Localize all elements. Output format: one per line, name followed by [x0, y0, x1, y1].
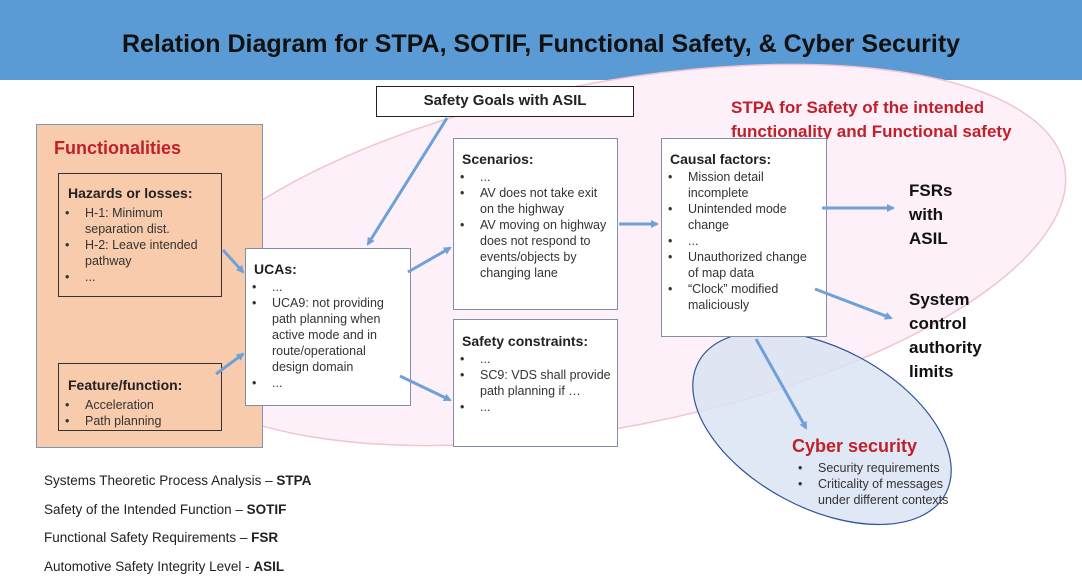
list-item: “Clock” modified maliciously: [662, 281, 820, 313]
arrow-ucas-to-safety-constraints: [399, 374, 452, 402]
arrow-feature-to-ucas: [215, 352, 245, 376]
list-item: Acceleration: [59, 397, 221, 413]
list-item: ...: [246, 279, 404, 295]
safety-constraints-box: Safety constraints: ... SC9: VDS shall p…: [453, 319, 618, 447]
arrow-causal-factors-to-cyber-security: [754, 338, 808, 430]
abbreviation-list: Systems Theoretic Process Analysis – STP…: [44, 473, 311, 587]
list-item: H-1: Minimum separation dist.: [59, 205, 221, 237]
safety-goals-label: Safety Goals with ASIL: [423, 92, 587, 109]
scenarios-title: Scenarios:: [462, 151, 534, 167]
list-item: ...: [454, 399, 611, 415]
list-item: ...: [454, 169, 611, 185]
system-control-line-2: control: [909, 314, 967, 333]
cyber-security-title: Cyber security: [792, 436, 918, 456]
list-item: AV moving on highway does not respond to…: [454, 217, 611, 281]
fsrs-line-2: with: [909, 205, 943, 224]
causal-factors-title: Causal factors:: [670, 151, 772, 167]
list-item: Criticality of messages under different …: [792, 476, 972, 508]
scenarios-box: Scenarios: ... AV does not take exit on …: [453, 138, 618, 310]
fsrs-line-3: ASIL: [909, 229, 948, 248]
functionalities-title: Functionalities: [54, 138, 182, 158]
hazards-box: Hazards or losses: H-1: Minimum separati…: [58, 173, 222, 297]
hazards-title: Hazards or losses:: [68, 185, 193, 201]
safety-constraints-list: ... SC9: VDS shall provide path planning…: [454, 351, 617, 415]
abbreviation-item: Systems Theoretic Process Analysis – STP…: [44, 473, 312, 488]
cyber-security-list: Security requirements Criticality of mes…: [792, 460, 972, 508]
ucas-title: UCAs:: [254, 261, 297, 277]
abbreviation-item: Safety of the Intended Function – SOTIF: [44, 501, 287, 517]
safety-goals-box: Safety Goals with ASIL: [376, 86, 634, 117]
list-item: Security requirements: [792, 460, 972, 476]
list-item: Unintended mode change: [662, 201, 820, 233]
list-item: SC9: VDS shall provide path planning if …: [454, 367, 611, 399]
scenarios-list: ... AV does not take exit on the highway…: [454, 169, 617, 281]
feature-function-box: Feature/function: Acceleration Path plan…: [58, 363, 222, 431]
stpa-label: STPA for Safety of the intended function…: [731, 96, 1012, 144]
stpa-label-line-2: functionality and Functional safety: [731, 122, 1012, 141]
stpa-label-line-1: STPA for Safety of the intended: [731, 98, 985, 117]
list-item: H-2: Leave intended pathway: [59, 237, 221, 269]
fsrs-line-1: FSRs: [909, 181, 953, 200]
arrow-causal-factors-to-system-control: [814, 287, 893, 320]
fsrs-with-asil-label: FSRs with ASIL: [909, 179, 952, 251]
list-item: ...: [246, 375, 404, 391]
feature-function-title: Feature/function:: [68, 377, 183, 393]
safety-constraints-title: Safety constraints:: [462, 333, 589, 349]
arrow-hazards-to-ucas: [221, 248, 245, 274]
feature-function-list: Acceleration Path planning: [59, 397, 221, 429]
page-title: Relation Diagram for STPA, SOTIF, Functi…: [121, 30, 961, 58]
list-item: Unauthorized change of map data: [662, 249, 820, 281]
causal-factors-box: Causal factors: Mission detail incomplet…: [661, 138, 827, 337]
list-item: Path planning: [59, 413, 221, 429]
arrow-safety-goals-to-ucas: [366, 117, 449, 246]
list-item: Mission detail incomplete: [662, 169, 820, 201]
arrow-ucas-to-scenarios: [407, 246, 452, 274]
system-control-line-4: limits: [909, 362, 954, 381]
ucas-box: UCAs: ... UCA9: not providing path plann…: [245, 248, 411, 406]
system-control-label: System control authority limits: [909, 288, 982, 384]
list-item: ...: [59, 269, 221, 285]
list-item: ...: [662, 233, 820, 249]
system-control-line-1: System: [909, 290, 970, 309]
title-banner: [0, 0, 1082, 80]
abbreviation-item: Automotive Safety Integrity Level - ASIL: [44, 558, 285, 574]
hazards-list: H-1: Minimum separation dist. H-2: Leave…: [59, 205, 221, 285]
list-item: ...: [454, 351, 611, 367]
list-item: UCA9: not providing path planning when a…: [246, 295, 404, 375]
abbreviation-item: Functional Safety Requirements – FSR: [44, 530, 279, 545]
system-control-line-3: authority: [909, 338, 982, 357]
ucas-list: ... UCA9: not providing path planning wh…: [246, 279, 410, 391]
list-item: AV does not take exit on the highway: [454, 185, 611, 217]
causal-factors-list: Mission detail incomplete Unintended mod…: [662, 169, 826, 313]
